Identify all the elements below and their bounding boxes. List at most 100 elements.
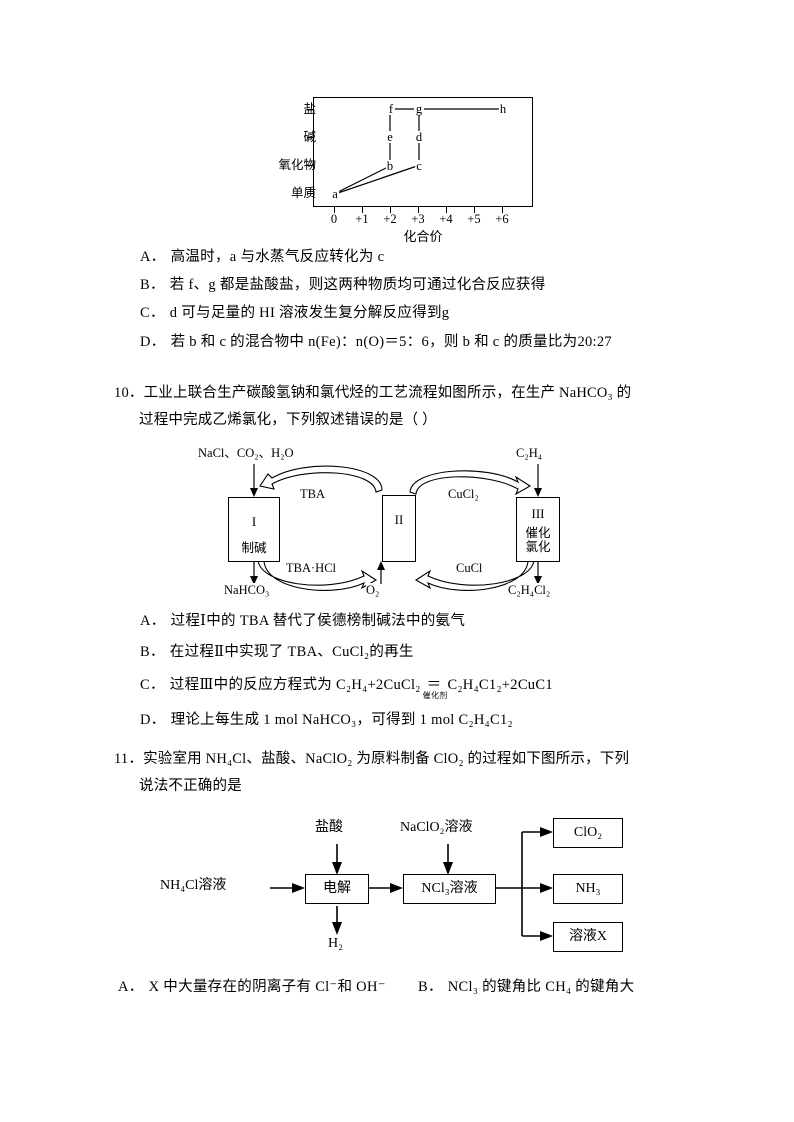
q11-option-b: B．NCl₃ 的键角比 CH₄ 的键角大 [418, 978, 634, 997]
q9-option-c-text: d 可与足量的 HI 溶液发生复分解反应得到g [169, 305, 450, 321]
q11-output-h2: H₂ [328, 936, 343, 952]
q10-arc-label-tba-hcl: TBA·HCl [286, 561, 336, 575]
q10-option-c-suffix: C₂H₄C1₂+2CuC1 [447, 677, 553, 693]
y-tick-element [307, 193, 314, 194]
q10-process-diagram: NaCl、CO₂、H₂O C₂H₄ O₂ NaHCO₃ C₂H₄Cl₂ TBA … [186, 442, 606, 602]
q11-input-naclo2: NaClO₂溶液 [400, 820, 473, 836]
q9-option-b: B．若 f、g 都是盐酸盐，则这两种物质均可通过化合反应获得 [140, 276, 546, 295]
q10-option-d-text: 理论上每生成 1 mol NaHCO₃，可得到 1 mol C₂H₄C1₂ [170, 712, 513, 728]
x-tick-3 [418, 207, 419, 213]
q9-option-d: D．若 b 和 c 的混合物中 n(Fe)：n(O)＝5：6，则 b 和 c 的… [140, 333, 612, 352]
chart-point-f: f [387, 102, 395, 116]
q10-box-2-roman: II [394, 512, 404, 527]
q10-input-top-left: NaCl、CO₂、H₂O [198, 446, 294, 460]
q10-option-c-eqsign: ＝ [426, 677, 442, 693]
q10-option-b-label: B． [140, 644, 165, 660]
q9-option-c-label: C． [140, 305, 165, 321]
q9-option-c: C．d 可与足量的 HI 溶液发生复分解反应得到g [140, 304, 449, 323]
q10-option-d-label: D． [140, 712, 166, 728]
q10-option-a-text: 过程Ⅰ中的 TBA 替代了侯德榜制碱法中的氨气 [170, 613, 466, 629]
x-label-5: +5 [467, 212, 481, 226]
q11-input-hcl: 盐酸 [315, 820, 343, 836]
q10-box-3-caption: 催化 氯化 [525, 526, 551, 554]
chart-point-c: c [415, 159, 423, 173]
q11-option-a: A．X 中大量存在的阴离子有 Cl⁻和 OH⁻ [118, 978, 386, 997]
q10-stem-line2: 过程中完成乙烯氯化，下列叙述错误的是（ ） [139, 412, 437, 428]
q10-arc-label-cucl2: CuCl₂ [448, 487, 479, 501]
x-tick-6 [502, 207, 503, 213]
x-label-2: +2 [383, 212, 397, 226]
y-label-oxide: 氧化物 [278, 158, 316, 172]
q10-stem-line1: 10．工业上联合生产碳酸氢钠和氯代烃的工艺流程如图所示，在生产 NaHCO₃ 的 [114, 384, 631, 403]
q11-option-a-label: A． [118, 979, 144, 995]
x-tick-5 [474, 207, 475, 213]
q9-option-b-text: 若 f、g 都是盐酸盐，则这两种物质均可通过化合反应获得 [169, 277, 546, 293]
q10-diagram-arrows [250, 464, 542, 591]
chart-point-g: g [414, 102, 424, 116]
chart-point-d: d [414, 130, 424, 144]
valence-chart: 盐 碱 氧化物 单质 0 +1 +2 +3 +4 +5 +6 化合价 [262, 88, 540, 244]
y-tick-base [307, 137, 314, 138]
q11-process-diagram: NH₄Cl溶液 盐酸 NaClO₂溶液 H₂ 电解 NCl₃溶液 ClO₂ NH… [160, 806, 632, 968]
q9-option-d-label: D． [140, 334, 166, 350]
q10-option-b-text: 在过程Ⅱ中实现了 TBA、CuCl₂的再生 [169, 644, 414, 660]
q11-option-b-text: NCl₃ 的键角比 CH₄ 的键角大 [447, 979, 635, 995]
q11-input-nh4cl: NH₄Cl溶液 [160, 878, 227, 894]
q11-box-ncl3: NCl₃溶液 [403, 874, 496, 904]
q11-number: 11． [114, 751, 144, 767]
chart-point-a: a [331, 187, 339, 201]
chart-point-b: b [385, 159, 395, 173]
q10-stem-text1: 工业上联合生产碳酸氢钠和氯代烃的工艺流程如图所示，在生产 NaHCO₃ 的 [143, 385, 632, 401]
q10-output-bottom-left: NaHCO₃ [224, 583, 270, 597]
q10-option-c-label: C． [140, 677, 165, 693]
y-label-element: 单质 [290, 186, 316, 200]
chart-frame [313, 97, 533, 207]
q10-option-d: D．理论上每生成 1 mol NaHCO₃，可得到 1 mol C₂H₄C1₂ [140, 711, 513, 730]
q9-option-b-label: B． [140, 277, 165, 293]
q10-box-1-caption: 制碱 [241, 541, 267, 555]
q10-box-2: II [382, 495, 416, 562]
q9-option-a-label: A． [140, 249, 166, 265]
x-tick-2 [390, 207, 391, 213]
q10-option-c-catalyst: 催化剂 [422, 691, 448, 700]
q10-option-a-label: A． [140, 613, 166, 629]
q9-option-a: A．高温时，a 与水蒸气反应转化为 c [140, 248, 384, 267]
q9-option-d-text: 若 b 和 c 的混合物中 n(Fe)：n(O)＝5：6，则 b 和 c 的质量… [170, 334, 612, 350]
q11-option-b-label: B． [418, 979, 443, 995]
q11-stem-line1: 11．实验室用 NH₄Cl、盐酸、NaClO₂ 为原料制备 ClO₂ 的过程如下… [114, 750, 629, 769]
x-tick-0 [334, 207, 335, 213]
q9-option-a-text: 高温时，a 与水蒸气反应转化为 c [170, 249, 385, 265]
q10-input-bottom-center: O₂ [366, 583, 380, 597]
q11-product-solution-x: 溶液X [553, 922, 623, 952]
q10-input-top-right: C₂H₄ [516, 446, 543, 460]
q11-stem-text1: 实验室用 NH₄Cl、盐酸、NaClO₂ 为原料制备 ClO₂ 的过程如下图所示… [143, 751, 630, 767]
q10-box-3: III 催化 氯化 [516, 497, 560, 562]
x-axis-title: 化合价 [403, 229, 443, 244]
q11-option-a-text: X 中大量存在的阴离子有 Cl⁻和 OH⁻ [148, 979, 386, 995]
q10-output-bottom-right: C₂H₄Cl₂ [508, 583, 551, 597]
x-label-0: 0 [330, 212, 338, 226]
x-label-1: +1 [355, 212, 369, 226]
q10-option-a: A．过程Ⅰ中的 TBA 替代了侯德榜制碱法中的氨气 [140, 612, 465, 631]
q10-box-3-roman: III [531, 506, 545, 521]
q10-option-c: C．过程Ⅲ中的反应方程式为 C₂H₄+2CuCl₂ ＝ 催化剂 C₂H₄C1₂+… [140, 676, 553, 700]
chart-edges [337, 108, 499, 194]
q11-product-clo2: ClO₂ [553, 818, 623, 848]
x-tick-1 [362, 207, 363, 213]
q11-box-electrolysis: 电解 [305, 874, 369, 904]
x-label-4: +4 [439, 212, 453, 226]
q10-box-1-roman: I [251, 514, 257, 529]
chart-point-h: h [498, 102, 508, 116]
q10-arc-label-cucl: CuCl [456, 561, 483, 575]
q10-box-1: I 制碱 [228, 497, 280, 562]
q11-stem-line2: 说法不正确的是 [139, 778, 242, 794]
q10-option-c-prefix: 过程Ⅲ中的反应方程式为 C₂H₄+2CuCl₂ [169, 677, 421, 693]
x-tick-4 [446, 207, 447, 213]
y-tick-oxide [307, 165, 314, 166]
q10-number: 10． [114, 385, 144, 401]
q11-product-nh3: NH₃ [553, 874, 623, 904]
q10-option-b: B．在过程Ⅱ中实现了 TBA、CuCl₂的再生 [140, 643, 414, 662]
q11-diagram-arrows [270, 827, 553, 941]
x-label-6: +6 [495, 212, 509, 226]
